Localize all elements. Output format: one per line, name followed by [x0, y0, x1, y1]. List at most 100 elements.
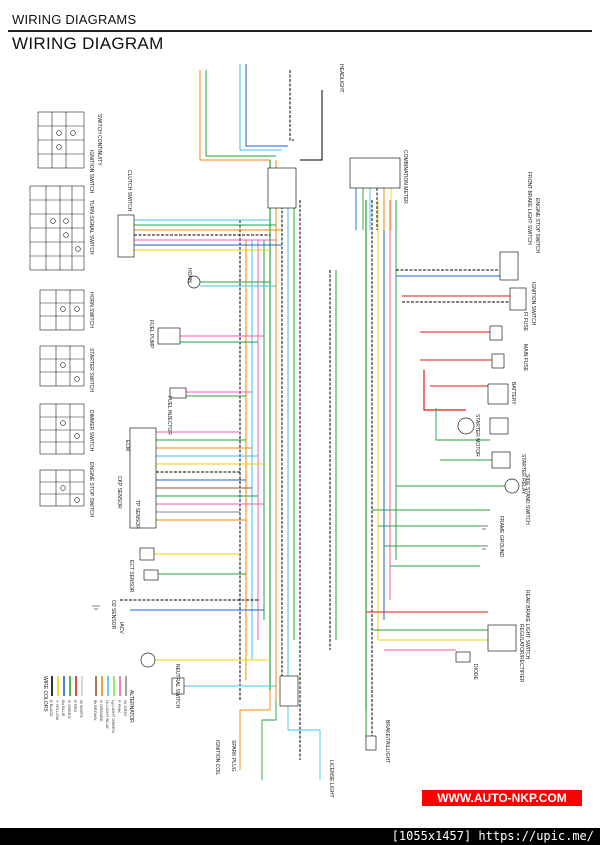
ignition-switch-table-label: IGNITION SWITCH [88, 150, 94, 194]
side-stand-switch-label: SIDE STAND SWITCH [524, 474, 530, 525]
dimmer-switch-table-label: DIMMER SWITCH [88, 410, 94, 452]
license-light-label: LICENSE LIGHT [328, 760, 334, 798]
fuel-pump-label: FUEL PUMP [148, 320, 154, 349]
section-title: WIRING DIAGRAMS [12, 12, 137, 27]
frame-ground-label: FRAME GROUND [498, 516, 504, 558]
headlight-connector-block [267, 167, 297, 209]
rear-brake-light-switch-label: REAR BRAKE LIGHT SWITCH [524, 590, 530, 660]
turn-signal-switch-table-label: TURN SIGNAL SWITCH [88, 200, 94, 255]
wire [239, 690, 271, 770]
dimmer-switch-table [39, 403, 85, 455]
neutral-switch [171, 677, 185, 695]
horn-switch-table [39, 289, 85, 331]
legend-color-label: W WHITE [79, 700, 84, 718]
diode-label: DIODE [472, 664, 478, 681]
headlight-label: HEADLIGHT [338, 64, 344, 93]
wire [261, 700, 277, 780]
legend-color-label: Y YELLOW [55, 700, 60, 721]
ignition-switch-table [37, 111, 85, 169]
clutch-switch-label: CLUTCH SWITCH [126, 170, 132, 212]
component-label-layer: CLUTCH SWITCH COMBINATION METER FRONT BR… [110, 64, 540, 798]
spark-plug-label: SPARK PLUG [230, 740, 236, 772]
starter-switch-table [39, 345, 85, 387]
ecm [129, 427, 157, 529]
combination-meter [349, 157, 401, 189]
legend-color-label: Lb LIGHT BLUE [105, 700, 110, 729]
footer-bar: [1055x1457] https://upic.me/ [0, 828, 600, 845]
starter-motor-label: STARTER MOTOR [474, 414, 480, 457]
switch-table-dots [50, 130, 81, 503]
wire [423, 370, 466, 411]
starter-switch-table-label: STARTER SWITCH [88, 348, 94, 392]
switch-continuity-label: SWITCH CONTINUITY [96, 114, 102, 166]
wire [239, 64, 282, 151]
wire-legend-heading: WIRE COLORS [42, 676, 48, 712]
ect-sensor [143, 569, 159, 581]
ect-sensor-label: ECT SENSOR [128, 560, 134, 593]
ecm-label: ECM [124, 440, 130, 451]
wire [435, 408, 490, 441]
ground-symbols [92, 525, 488, 610]
brake-light-label: BRAKE/TAILLIGHT [384, 720, 390, 763]
legend-color-label: P PINK [117, 700, 122, 713]
wire [289, 70, 294, 141]
horn-label: HORN [186, 268, 192, 283]
ignition-coil-label: IGNITION COIL [214, 740, 220, 776]
legend-color-label: Gr GRAY [123, 700, 128, 717]
fi-fuse [489, 325, 503, 341]
legend-color-label: B BLACK [49, 700, 54, 717]
wire [245, 64, 288, 147]
iacv-label: IACV [118, 622, 124, 634]
wire-layer [120, 64, 510, 780]
footer-info: [1055x1457] https://upic.me/ [391, 829, 594, 843]
wire [205, 70, 276, 157]
main-fuse [491, 353, 505, 369]
neutral-switch-label: NEUTRAL SWITCH [174, 664, 180, 709]
legend-color-label: G GREEN [67, 700, 72, 719]
main-fuse-label: MAIN FUSE [522, 344, 528, 372]
diode [455, 651, 471, 663]
page-title: WIRING DIAGRAM [12, 34, 164, 53]
components [117, 157, 527, 751]
legend-color-label: R RED [73, 700, 78, 713]
switch-table-labels: SWITCH CONTINUITY IGNITION SWITCH TURN S… [88, 114, 102, 517]
engine-stop-switch-table [39, 469, 85, 507]
rectifier-label: REGULATOR/RECTIFIER [518, 624, 524, 683]
tp-sensor-label: TP SENSOR [134, 500, 140, 529]
fuel-injector [169, 387, 187, 399]
horn-switch-table-label: HORN SWITCH [88, 292, 94, 328]
side-stand-switch [504, 478, 520, 494]
ignition-switch-connector [509, 287, 527, 311]
ckp-sensor-label: CKP SENSOR [116, 476, 122, 509]
regulator-rectifier [487, 624, 517, 652]
front-brake-light-switch-connector [499, 251, 519, 281]
starter-motor [457, 417, 475, 435]
fuel-injector-label: FUEL INJECTOR [166, 396, 172, 435]
section-header: WIRING DIAGRAMS [8, 10, 592, 32]
wire [287, 700, 321, 780]
engine-stop-switch-label: ENGINE STOP SWITCH [534, 198, 540, 253]
starter-relay-2 [491, 451, 511, 469]
switch-continuity-tables [29, 111, 85, 507]
legend-color-label: O ORANGE [99, 700, 104, 722]
front-brake-light-switch-label: FRONT BRAKE LIGHT SWITCH [526, 172, 532, 245]
battery [487, 383, 509, 405]
starter-relay-label: STARTER RELAY [520, 454, 526, 495]
watermark-banner: WWW.AUTO-NKP.COM [422, 790, 582, 806]
tp-sensor [139, 547, 155, 561]
wire [300, 90, 323, 161]
legend-color-label: Br BROWN [93, 700, 98, 721]
clutch-switch-connector [117, 214, 135, 258]
brake-light-connector [279, 675, 299, 707]
horn [187, 275, 201, 289]
starter-relay [489, 417, 509, 435]
engine-stop-switch-table-label: ENGINE STOP SWITCH [88, 462, 94, 517]
turn-signal-switch-table [29, 185, 85, 271]
legend-color-label: Bu BLUE [61, 700, 66, 717]
legend-color-label: Lg LIGHT GREEN [111, 700, 116, 733]
combination-meter-label: COMBINATION METER [402, 150, 408, 204]
alternator [140, 652, 156, 668]
